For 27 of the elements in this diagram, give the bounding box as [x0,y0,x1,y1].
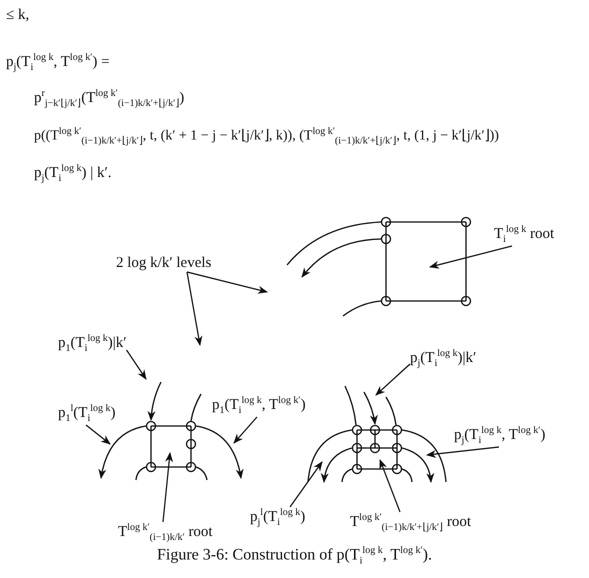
callout-label: T$_{i}$$^{log k}$ root [494,224,554,246]
callout-label: 2 log k/k′ levels [116,254,212,272]
formula-line: p((T$^{log k′}$$_{(i−1)k/k′+⌊j/k′⌋}$, t, (k′ + 1 − j − k′⌊j/k′⌋, k)), (T$^{log k′}$$_{(i−1)k/k′+⌊j/k′⌋}$, t, (1, j − k′⌊j/k′⌋)) [34,126,499,148]
callout-label: p$_{j}$$^{l}$(T$_{i}$$^{log k}$) [250,507,306,529]
formula-line: p$^{r}$$_{j−k′⌊j/k′⌋}$(T$^{log k′}$$_{(i−1)k/k′+⌊j/k′⌋}$) [34,88,184,110]
leader-arrow [429,245,512,269]
formula-line: ≤ k, [6,6,30,24]
leader-arrow [290,461,323,508]
leader-arrow [162,452,174,522]
leader-arrow [379,459,401,512]
leader-arrow [233,416,258,444]
callout-label: T$^{log k′}$$_{(i−1)k/k′}$ root [118,522,213,544]
leader-arrow [86,424,111,445]
leader-arrow [186,272,202,346]
callout-label: p$_{1}$$^{l}$(T$_{i}$$^{log k}$) [58,403,116,425]
leader-arrow [126,350,147,380]
callout-label: p$_{1}$(T$_{i}$$^{log k}$, T$^{log k′}$) [212,395,306,417]
callout-label: T$^{log k′}$$_{(i−1)k/k′+⌊j/k′⌋}$ root [350,512,471,534]
leader-arrow [426,446,500,458]
callout-label: p$_{j}$(T$_{i}$$^{log k}$)|k′ [410,348,476,370]
leader-arrow [375,364,410,396]
formula-line: p$_{j}$(T$_{i}$$^{log k}$) | k′. [34,163,112,185]
leader-arrow [186,271,268,294]
callout-label: p$_{j}$(T$_{i}$$^{log k}$, T$^{log k′}$) [454,425,546,447]
callout-label: p$_{1}$(T$_{i}$$^{log k}$)|k′ [58,333,127,355]
formula-line: p$_{j}$(T$_{i}$$^{log k}$, T$^{log k′}$) = [6,52,110,74]
figure-caption: Figure 3-6: Construction of p(T$_{i}$$^{log k}$, T$^{log k′}$). [157,545,432,568]
